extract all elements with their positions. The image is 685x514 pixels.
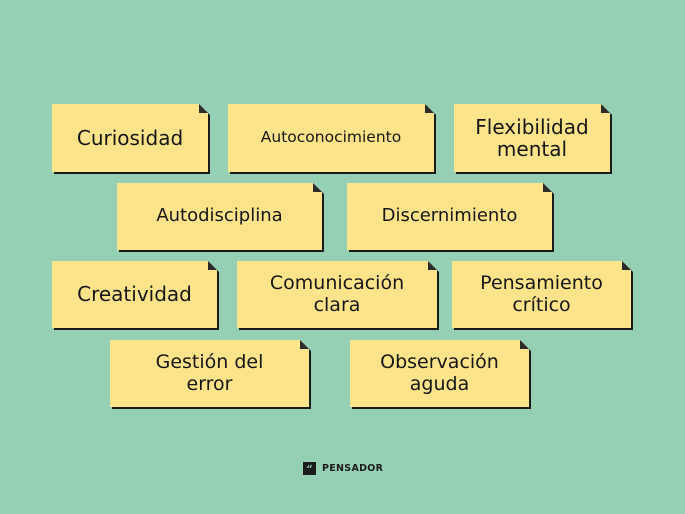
note-label: Autodisciplina [156,205,283,227]
sticky-note: Curiosidad [52,104,208,172]
note-label: Observación [380,351,499,374]
note-label: Discernimiento [381,205,518,227]
quote-mark-icon: “ [303,462,316,475]
sticky-note: Autoconocimiento [228,104,434,172]
sticky-note: Autodisciplina [117,183,322,250]
folded-corner-icon [543,183,552,192]
note-label: Pensamiento [480,272,603,295]
pensador-logo: “ PENSADOR [303,462,383,475]
note-face: Autoconocimiento [228,104,434,172]
note-label: Gestión del [155,351,264,374]
folded-corner-icon [199,104,208,113]
folded-corner-icon [313,183,322,192]
note-label: Comunicación [269,272,405,295]
folded-corner-icon [520,340,529,349]
folded-corner-icon [300,340,309,349]
note-label: Autoconocimiento [260,128,402,147]
folded-corner-icon [428,261,437,270]
folded-corner-icon [601,104,610,113]
sticky-note: Discernimiento [347,183,552,250]
note-label: crítico [512,293,571,316]
folded-corner-icon [622,261,631,270]
note-label: aguda [409,372,470,395]
logo-text: PENSADOR [322,463,384,474]
note-label: clara [313,293,361,316]
note-face: Creatividad [52,261,217,328]
note-face: Discernimiento [347,183,552,250]
note-label: Curiosidad [76,125,184,150]
note-label: Creatividad [77,282,192,307]
note-label: error [186,372,233,395]
note-label: mental [496,137,568,161]
folded-corner-icon [208,261,217,270]
note-face: Curiosidad [52,104,208,172]
note-label: Flexibilidad [475,114,589,139]
note-face: Autodisciplina [117,183,322,250]
sticky-note: Creatividad [52,261,217,328]
folded-corner-icon [425,104,434,113]
